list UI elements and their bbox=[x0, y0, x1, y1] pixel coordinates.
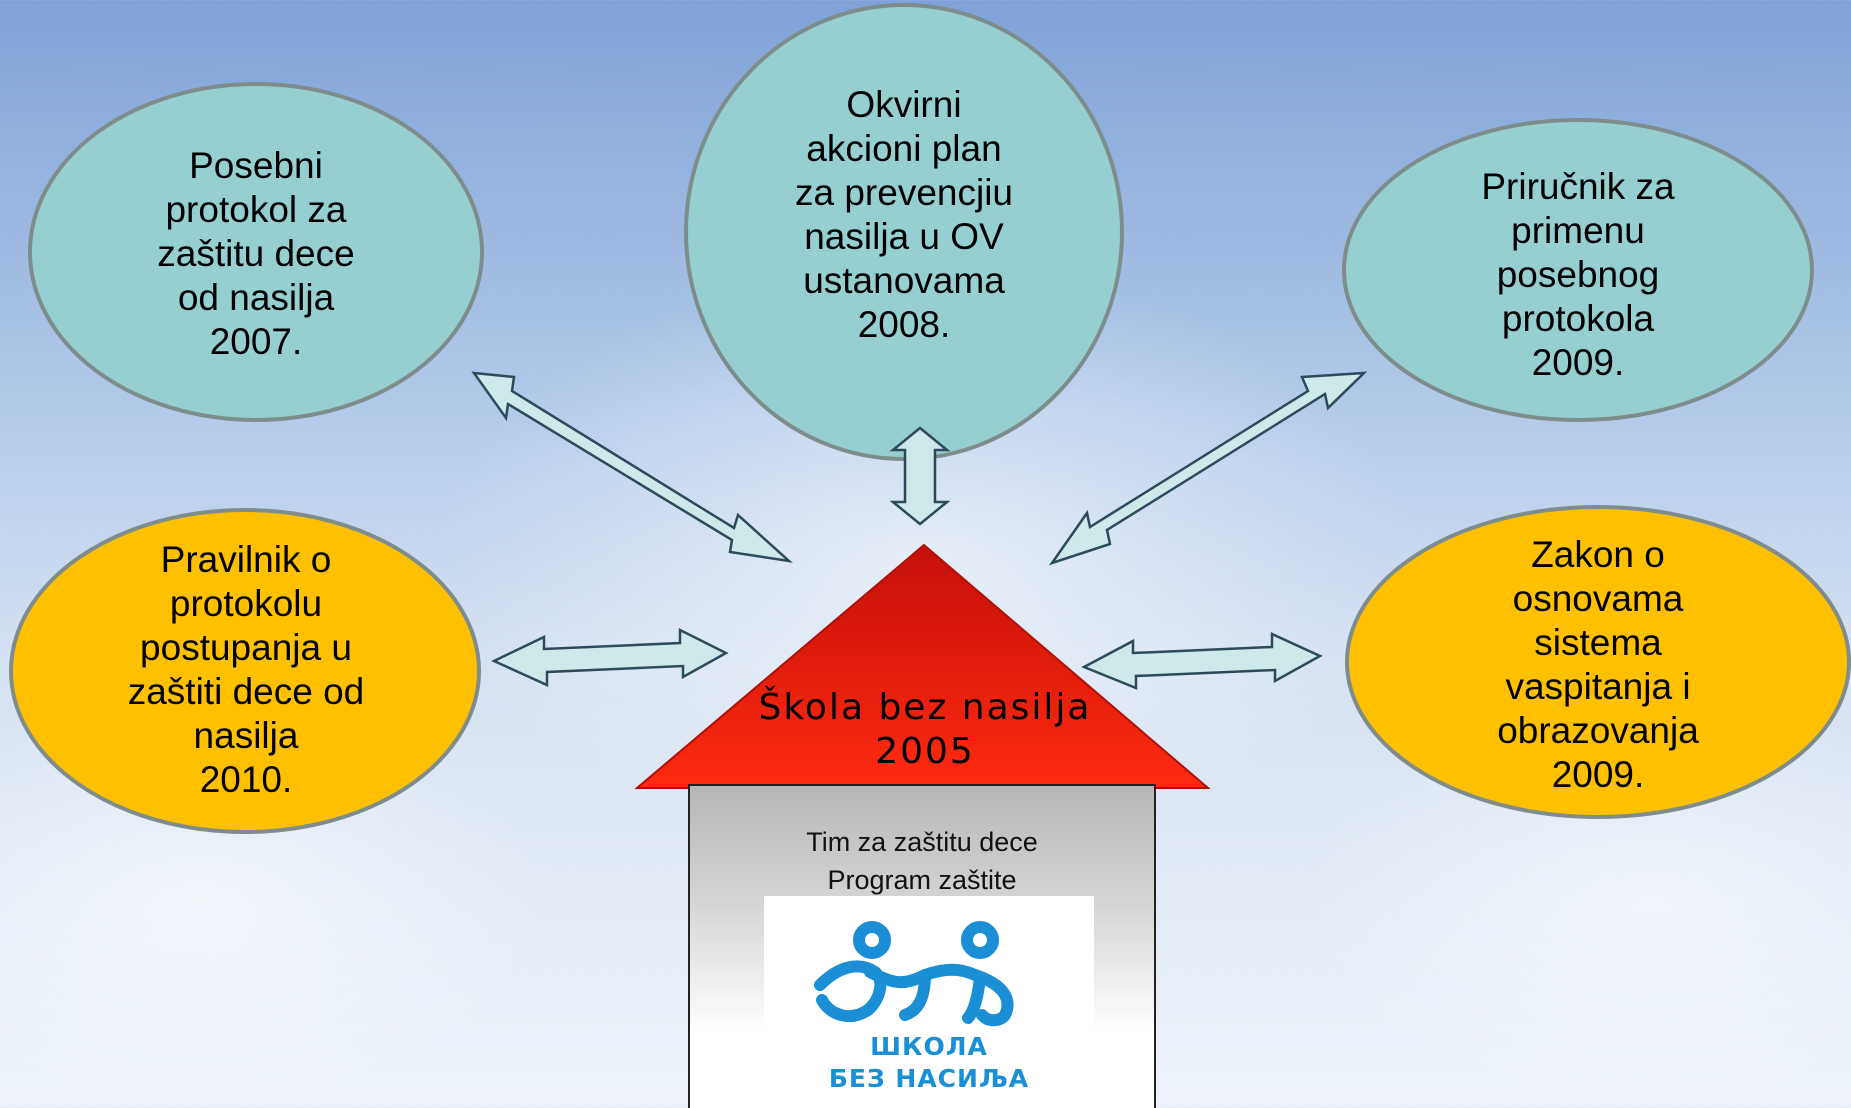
arrow-vertical bbox=[889, 426, 951, 526]
house-line-program: Program zaštite bbox=[827, 865, 1017, 895]
logo-text-line1: ШКОЛА bbox=[870, 1032, 988, 1061]
node-zakon-text: Zakon o osnovama sistema vaspitanja i ob… bbox=[1497, 534, 1699, 795]
node-pravilnik-text: Pravilnik o protokolu postupanja u zašti… bbox=[127, 539, 365, 800]
node-prirucnik bbox=[1342, 118, 1814, 422]
node-posebni-protokol bbox=[28, 82, 484, 422]
arrow-top-right bbox=[1048, 371, 1368, 566]
node-zakon bbox=[1345, 505, 1851, 819]
arrow-right-horizontal bbox=[1081, 632, 1323, 690]
arrow-left-horizontal bbox=[491, 627, 729, 687]
node-okvirni-plan-text: Okvirni akcioni plan za prevencjiu nasil… bbox=[794, 84, 1013, 345]
node-prirucnik-text: Priručnik za primenu posebnog protokola … bbox=[1481, 166, 1675, 383]
arrow-top-left bbox=[471, 371, 793, 563]
node-posebni-protokol-text: Posebni protokol za zaštitu dece od nasi… bbox=[157, 145, 355, 362]
house-line-team: Tim za zaštitu dece bbox=[806, 827, 1038, 857]
center-title: Škola bez nasilja 2005 bbox=[758, 687, 1092, 772]
logo-text-line2: БЕЗ НАСИЉА bbox=[828, 1064, 1030, 1093]
node-pravilnik bbox=[9, 508, 481, 834]
